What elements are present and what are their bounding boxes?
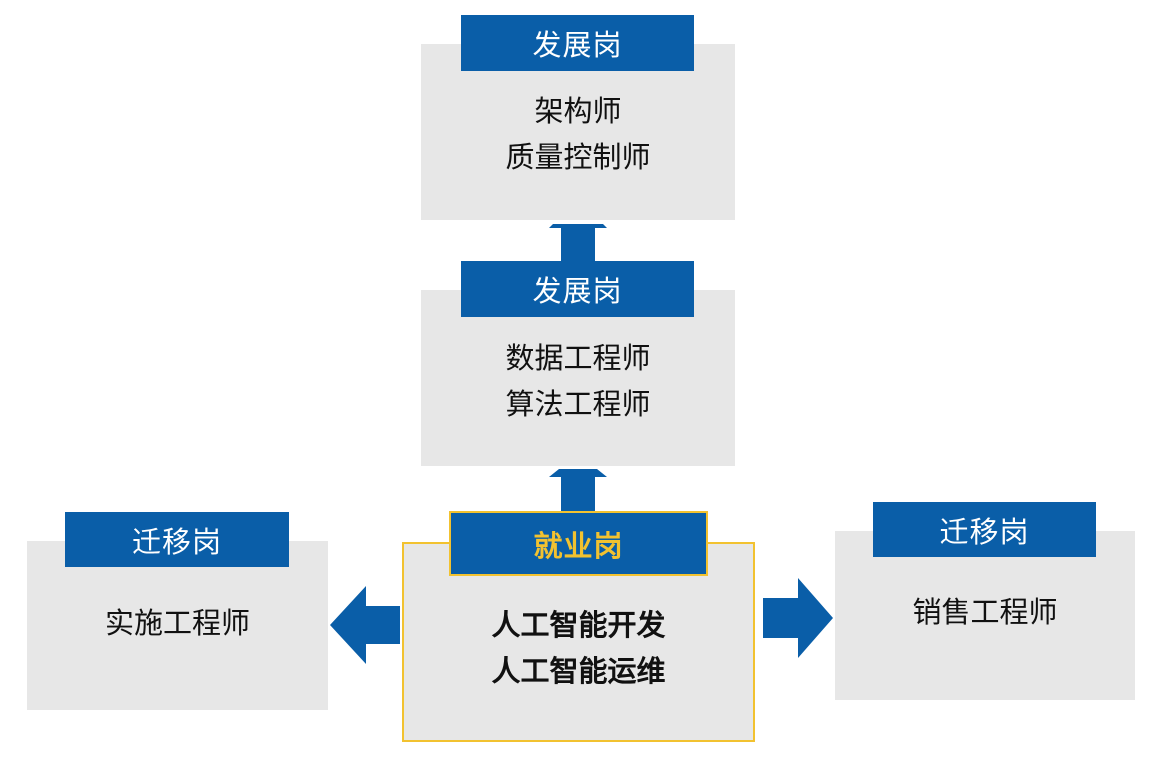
top-node-content: 架构师 质量控制师 bbox=[421, 86, 735, 182]
left-node-item-1: 实施工程师 bbox=[104, 606, 250, 640]
arrow-left bbox=[330, 586, 400, 664]
arrow-up-middle bbox=[549, 469, 607, 513]
main-node-item-2: 人工智能运维 bbox=[491, 654, 666, 688]
arrow-up-top bbox=[549, 224, 607, 264]
middle-node-item-1: 数据工程师 bbox=[505, 341, 651, 375]
left-node-box bbox=[27, 541, 328, 710]
left-node-content: 实施工程师 bbox=[27, 598, 328, 648]
middle-node-item-2: 算法工程师 bbox=[505, 387, 651, 421]
right-node-item-1: 销售工程师 bbox=[912, 595, 1058, 629]
top-node-item-2: 质量控制师 bbox=[505, 140, 651, 174]
right-node-box bbox=[835, 531, 1135, 700]
top-node-header: 发展岗 bbox=[461, 15, 694, 71]
main-node-header: 就业岗 bbox=[449, 511, 708, 576]
middle-node-box bbox=[421, 290, 735, 466]
left-node-header: 迁移岗 bbox=[65, 512, 289, 567]
middle-node-content: 数据工程师 算法工程师 bbox=[421, 333, 735, 429]
top-node-box bbox=[421, 44, 735, 220]
middle-node-header: 发展岗 bbox=[461, 261, 694, 317]
main-node-item-1: 人工智能开发 bbox=[491, 608, 666, 642]
arrow-right bbox=[763, 578, 833, 658]
right-node-header: 迁移岗 bbox=[873, 502, 1096, 557]
main-node-content: 人工智能开发 人工智能运维 bbox=[402, 600, 755, 696]
top-node-item-1: 架构师 bbox=[534, 94, 622, 128]
right-node-content: 销售工程师 bbox=[835, 587, 1135, 637]
